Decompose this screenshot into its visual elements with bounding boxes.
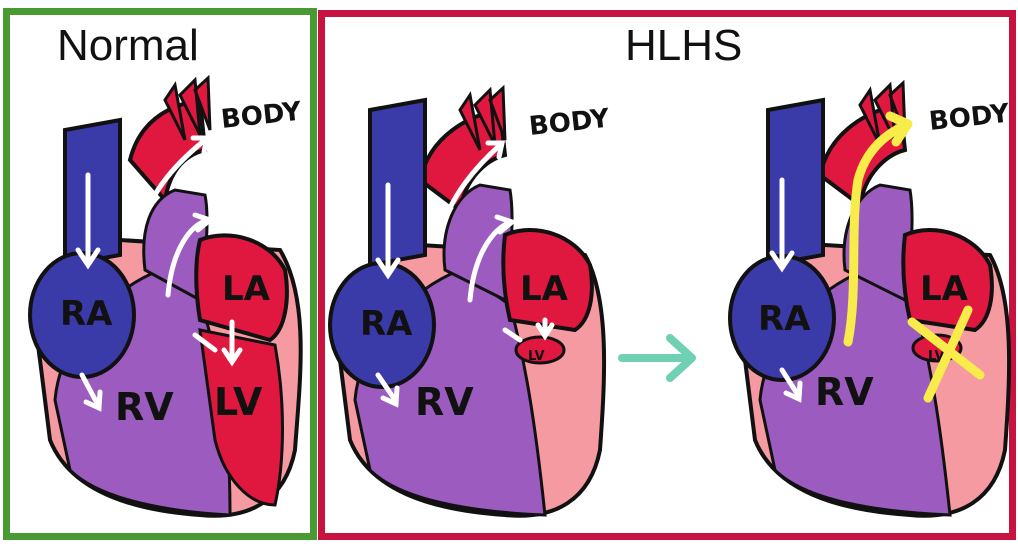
vena-cava bbox=[65, 120, 120, 265]
label-rv: RV bbox=[815, 370, 874, 414]
label-ra: RA bbox=[758, 299, 811, 339]
label-body: BODY bbox=[928, 99, 1012, 137]
label-la: LA bbox=[920, 269, 969, 309]
label-lv: LV bbox=[528, 349, 545, 364]
label-rv: RV bbox=[415, 380, 474, 424]
vena-cava bbox=[768, 100, 823, 265]
label-ra: RA bbox=[360, 304, 413, 344]
label-body: BODY bbox=[220, 97, 304, 135]
label-la: LA bbox=[222, 269, 271, 309]
vena-cava bbox=[370, 100, 425, 265]
label-lv: LV bbox=[214, 380, 263, 424]
heart-hlhs: RA RV LA LV BODY bbox=[330, 88, 612, 516]
transition-arrow bbox=[622, 338, 692, 378]
label-ra: RA bbox=[60, 294, 113, 334]
label-rv: RV bbox=[115, 385, 174, 429]
label-body: BODY bbox=[528, 104, 612, 142]
label-la: LA bbox=[520, 269, 569, 309]
heart-hlhs-highlighted: RA RV LA LV BODY bbox=[730, 83, 1012, 516]
heart-normal: RA RV LA LV BODY bbox=[30, 78, 304, 516]
